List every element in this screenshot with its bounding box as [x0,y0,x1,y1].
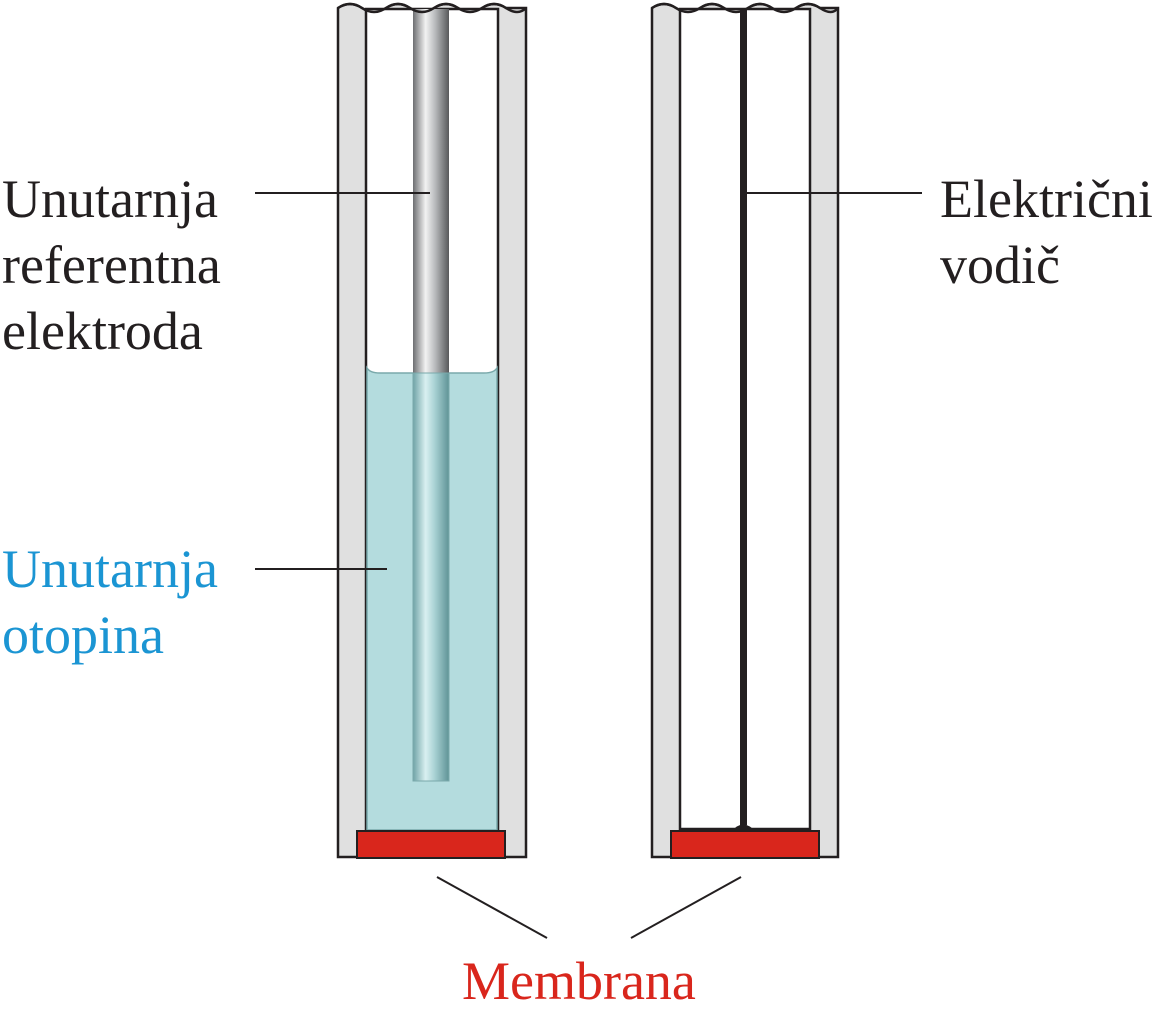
label-line: vodič [940,235,1060,295]
label-line: Unutarnja [2,169,218,229]
label-line: elektroda [2,301,203,361]
reference-rod-submerged [412,372,450,782]
left-electrode-tube [336,2,528,859]
electrical-conductor-wire [740,9,747,825]
label-line: referentna [2,235,221,295]
leader-membrane-left [436,876,548,939]
label-line: Električni [940,169,1153,229]
reference-rod [413,9,449,373]
label-membrane: Membrana [462,948,696,1014]
label-line: otopina [2,605,164,665]
label-electrical-conductor: Električni vodič [940,166,1153,298]
label-line: Unutarnja [2,539,218,599]
right-electrode-tube [650,2,840,859]
left-membrane [356,830,506,859]
leader-lines [255,192,922,939]
leader-membrane-right [630,876,742,939]
label-inner-solution: Unutarnja otopina [2,536,218,668]
right-membrane [670,830,820,859]
label-line: Membrana [462,951,696,1011]
label-inner-reference-electrode: Unutarnja referentna elektroda [2,166,221,364]
